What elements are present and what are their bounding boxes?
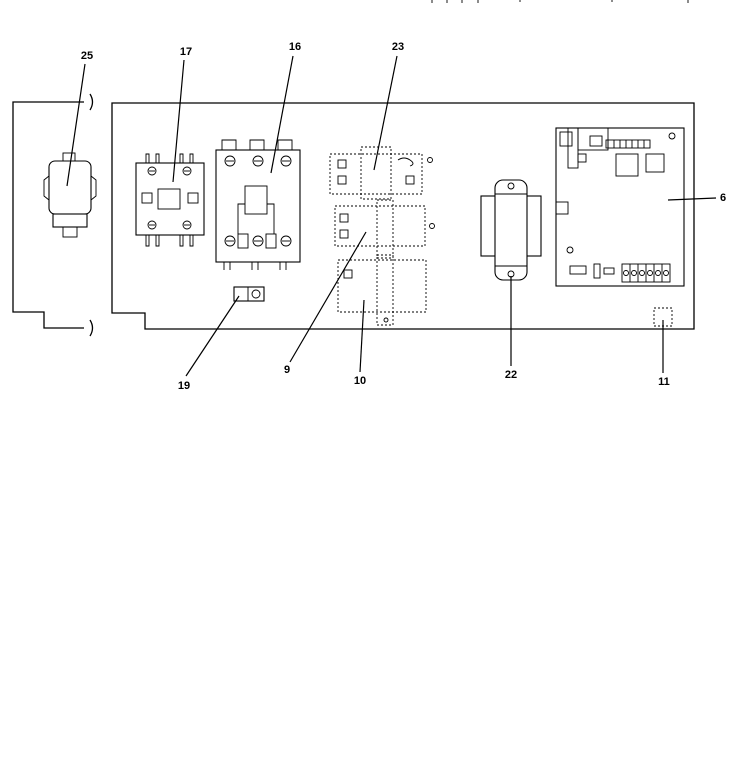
part-17-contactor <box>135 153 205 247</box>
callout-10: 10 <box>354 375 366 387</box>
left-panel-outline <box>12 93 94 337</box>
top-edge-fragments <box>431 0 689 3</box>
callout-11: 11 <box>658 376 670 388</box>
part-10-relay <box>337 254 427 326</box>
part-25-component <box>43 152 97 238</box>
callout-16: 16 <box>289 41 301 53</box>
part-22-transformer <box>480 179 542 281</box>
callout-17: 17 <box>180 46 192 58</box>
callout-6: 6 <box>720 192 726 204</box>
part-6-control-board <box>555 127 685 287</box>
callout-22: 22 <box>505 369 517 381</box>
callout-9: 9 <box>284 364 290 376</box>
callout-23: 23 <box>392 41 404 53</box>
part-16-contactor <box>215 139 301 270</box>
callout-19: 19 <box>178 380 190 392</box>
part-19-clip <box>233 286 265 302</box>
main-panel-outline <box>111 102 695 330</box>
part-23-relay <box>329 146 433 200</box>
part-9-relay <box>334 199 435 259</box>
leader-lines <box>66 55 717 377</box>
callout-25: 25 <box>81 50 93 62</box>
